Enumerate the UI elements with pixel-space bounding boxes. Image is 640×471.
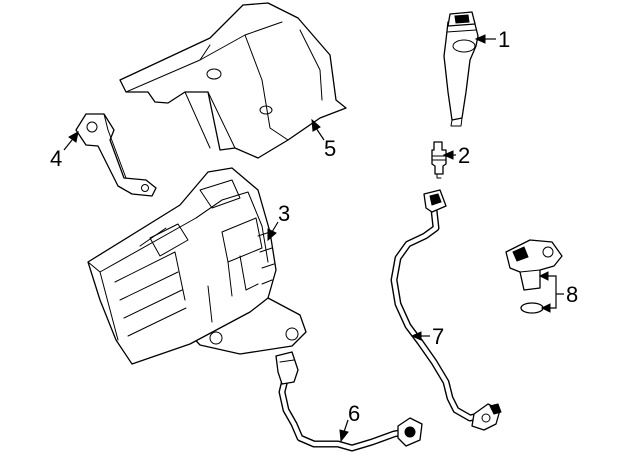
control-module-part[interactable] xyxy=(87,167,307,365)
callout-2: 2 xyxy=(458,143,470,168)
callout-7: 7 xyxy=(432,324,444,349)
spark-plug-part[interactable] xyxy=(431,141,447,179)
callout-6: 6 xyxy=(348,401,360,426)
o-ring-part[interactable] xyxy=(520,302,544,314)
ignition-coil-part[interactable] xyxy=(443,11,479,127)
callout-5: 5 xyxy=(324,136,336,161)
sensor-harness-part[interactable] xyxy=(390,189,502,431)
callout-8: 8 xyxy=(566,282,578,307)
cam-sensor-part[interactable] xyxy=(505,239,563,291)
leader-lines xyxy=(63,34,564,443)
bracket-part[interactable] xyxy=(75,113,157,197)
callout-3: 3 xyxy=(278,201,290,226)
sensor-cable-part[interactable] xyxy=(275,351,423,452)
engine-cover-part[interactable] xyxy=(119,2,347,159)
callout-4: 4 xyxy=(50,146,62,171)
callout-1: 1 xyxy=(498,27,510,52)
